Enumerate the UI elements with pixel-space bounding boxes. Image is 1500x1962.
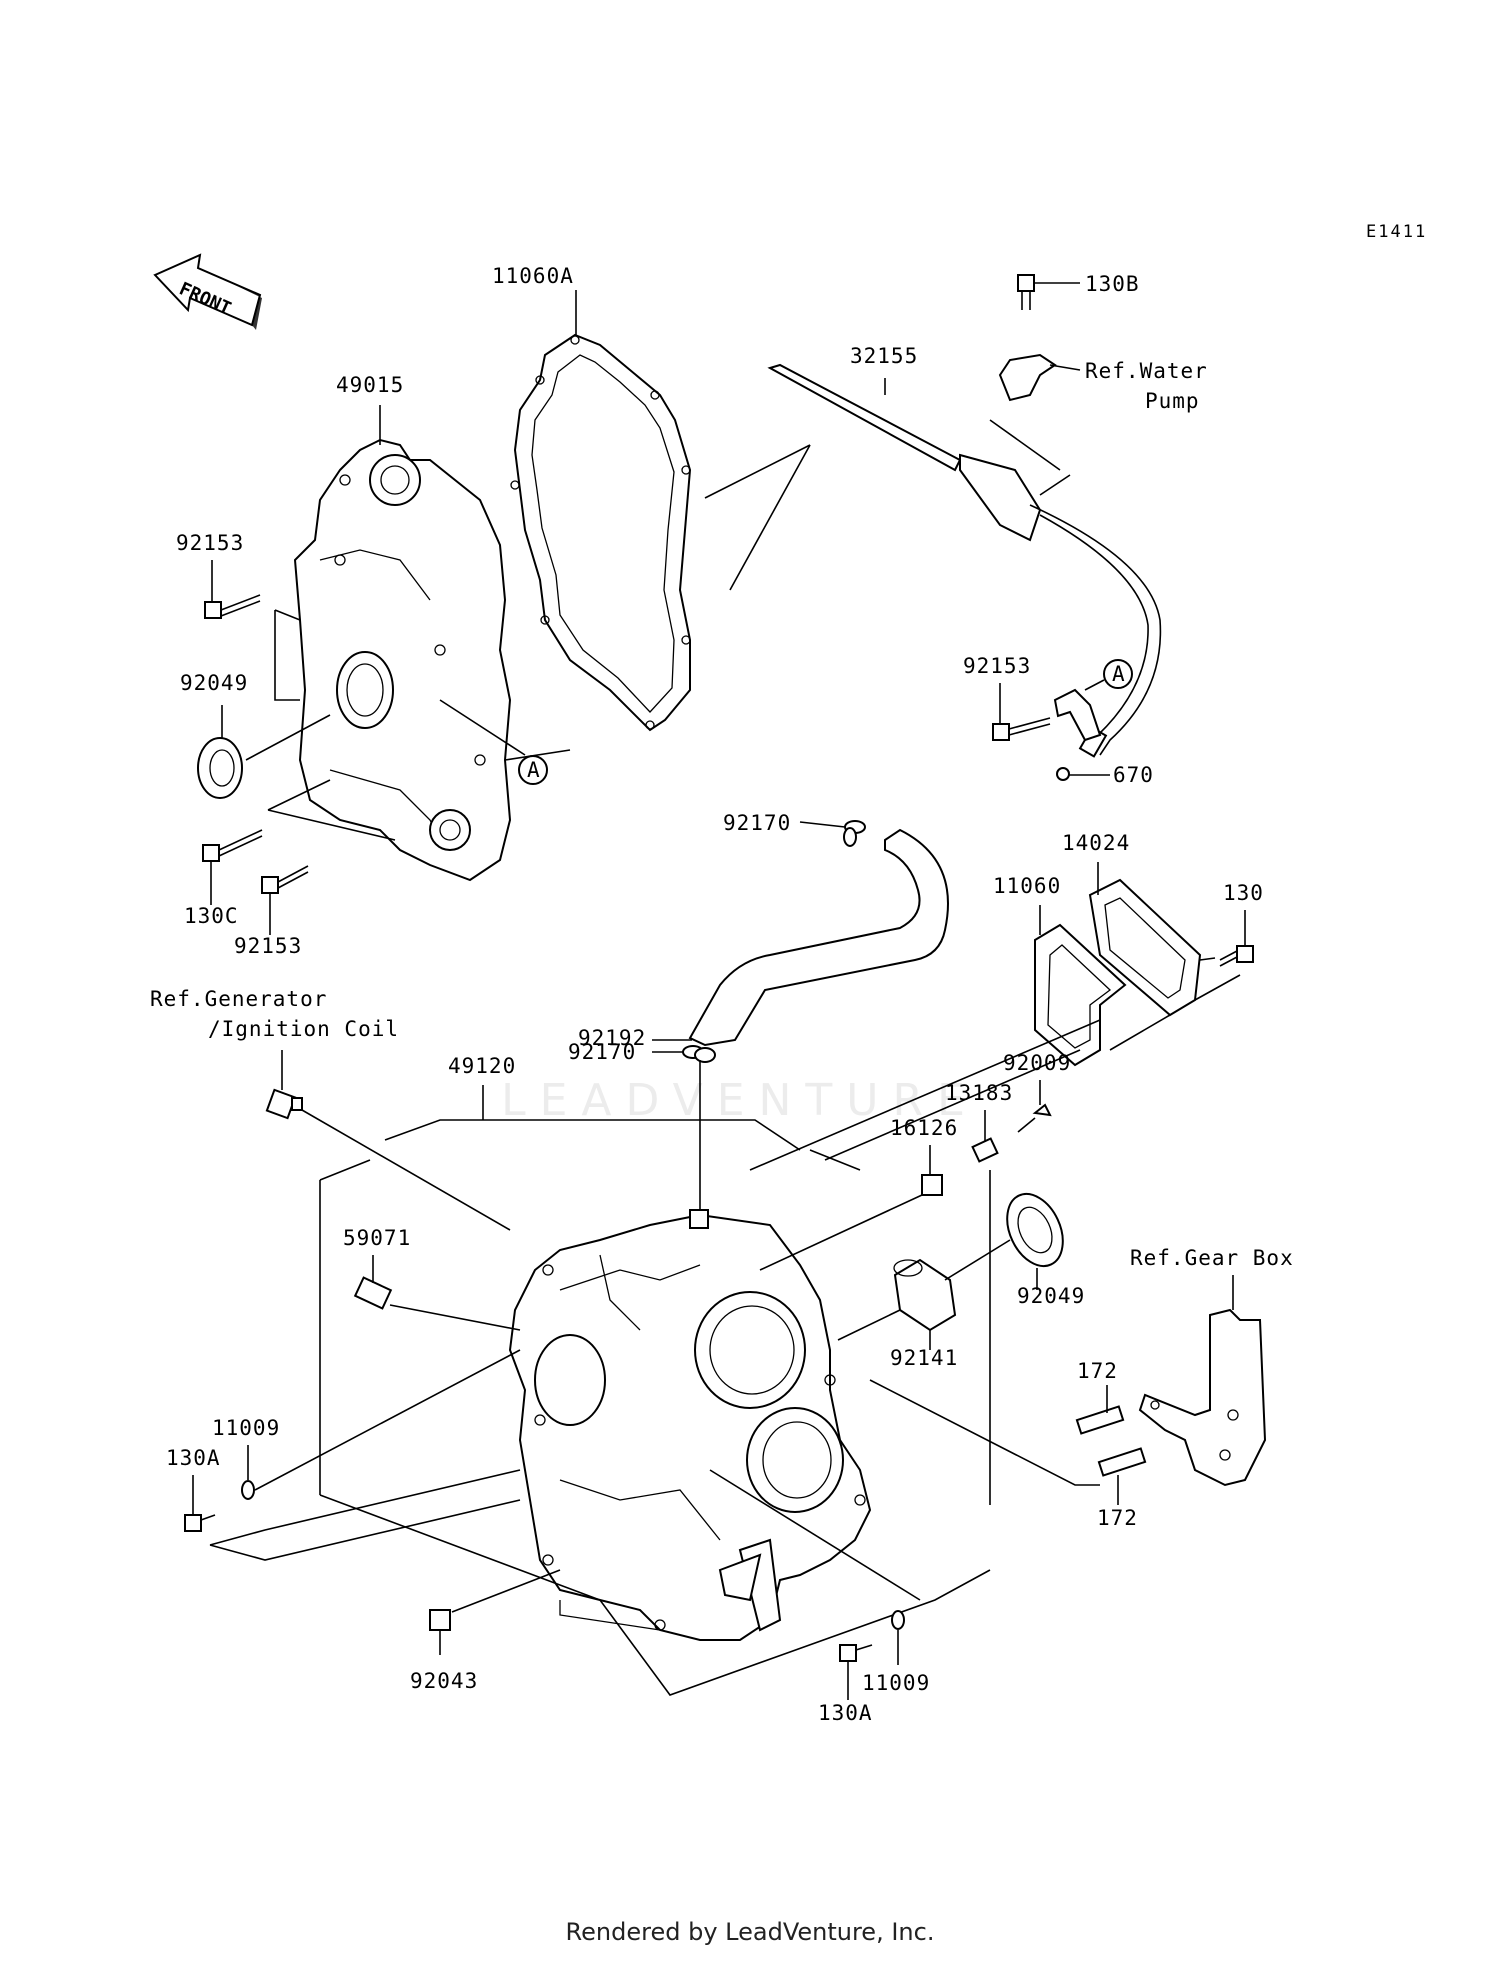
- label-14024: 14024: [1062, 831, 1130, 855]
- breather-hose-92192: [688, 828, 949, 1047]
- svg-text:A: A: [1112, 662, 1126, 686]
- gear-box-bracket: [1138, 1308, 1267, 1487]
- dipstick-bracket: [1053, 688, 1102, 742]
- seal-92049-crankcase: [1006, 1192, 1064, 1268]
- front-arrow-icon: FRONT: [153, 253, 262, 330]
- svg-text:A: A: [527, 758, 541, 782]
- stud-172-upper: [1075, 1405, 1125, 1435]
- label-49015: 49015: [336, 373, 404, 397]
- o-ring-670: [1056, 767, 1070, 781]
- ref-gear-box: Ref.Gear Box: [1130, 1246, 1294, 1270]
- bracket-water-pump: [998, 353, 1057, 402]
- seal-92049-front: [197, 737, 243, 799]
- label-92153-upper: 92153: [176, 531, 244, 555]
- generator-connector: [265, 1088, 303, 1120]
- dipstick-32155: [767, 363, 1162, 758]
- label-11060: 11060: [993, 874, 1061, 898]
- label-11009-left: 11009: [212, 1416, 280, 1440]
- label-32155: 32155: [850, 344, 918, 368]
- ref-generator-1: Ref.Generator: [150, 987, 327, 1011]
- front-cover-49015: [293, 438, 512, 882]
- label-11060a: 11060A: [492, 264, 574, 288]
- ref-water-pump-1: Ref.Water: [1085, 359, 1208, 383]
- label-11009-right: 11009: [862, 1671, 930, 1695]
- gasket-11060: [1034, 923, 1127, 1067]
- bolt-130b: [1017, 274, 1035, 310]
- pin-13183: [971, 1137, 999, 1163]
- clamp-92170-lower: [682, 1045, 716, 1063]
- label-92192: 92192: [578, 1026, 646, 1050]
- bushing-92141: [893, 1258, 957, 1332]
- label-92153-dipstick: 92153: [963, 654, 1031, 678]
- bolt-130a-right: [839, 1644, 873, 1662]
- ref-water-pump-2: Pump: [1145, 389, 1200, 413]
- label-130: 130: [1223, 881, 1264, 905]
- clamp-92170-upper: [843, 820, 866, 847]
- bolt-92153-lower: [261, 865, 309, 894]
- washer-11009-left: [241, 1480, 255, 1500]
- label-92049-front: 92049: [180, 671, 248, 695]
- label-92170-upper: 92170: [723, 811, 791, 835]
- label-92043: 92043: [410, 1669, 478, 1693]
- bolt-130a-left: [184, 1514, 216, 1532]
- diagram-code: E1411: [1366, 222, 1428, 242]
- dowel-92043: [429, 1609, 451, 1631]
- screw-92009: [1017, 1103, 1052, 1133]
- stud-172-lower: [1097, 1447, 1147, 1477]
- label-130c: 130C: [184, 904, 239, 928]
- label-16126: 16126: [890, 1116, 958, 1140]
- washer-11009-right: [891, 1610, 905, 1630]
- label-13183: 13183: [945, 1081, 1013, 1105]
- label-92153-lower: 92153: [234, 934, 302, 958]
- callout-a-left: A: [518, 755, 548, 785]
- ref-generator-2: /Ignition Coil: [208, 1017, 399, 1041]
- gasket-11060a: [510, 333, 692, 732]
- label-172-lower: 172: [1097, 1506, 1138, 1530]
- label-130a-left: 130A: [166, 1446, 221, 1470]
- callout-a-right: A: [1103, 659, 1133, 689]
- label-130b: 130B: [1085, 272, 1140, 296]
- label-92170-lower: 92170: [568, 1040, 636, 1064]
- label-92009: 92009: [1003, 1051, 1071, 1075]
- label-172-upper: 172: [1077, 1359, 1118, 1383]
- bolt-92153-dipstick: [992, 717, 1051, 741]
- label-49120: 49120: [448, 1054, 516, 1078]
- label-92141: 92141: [890, 1346, 958, 1370]
- watermark: LEADVENTURE: [501, 1075, 979, 1126]
- label-130a-right: 130A: [818, 1701, 873, 1725]
- label-92049-crankcase: 92049: [1017, 1284, 1085, 1308]
- label-59071: 59071: [343, 1226, 411, 1250]
- footer-credit: Rendered by LeadVenture, Inc.: [565, 1918, 935, 1946]
- label-670: 670: [1113, 763, 1154, 787]
- dowel-16126: [921, 1174, 943, 1196]
- bolt-130: [1219, 945, 1254, 967]
- crankcase-49120: [508, 1209, 872, 1641]
- bolt-92153-upper: [204, 594, 261, 619]
- plug-59071: [353, 1276, 393, 1310]
- bolt-130c: [202, 829, 263, 862]
